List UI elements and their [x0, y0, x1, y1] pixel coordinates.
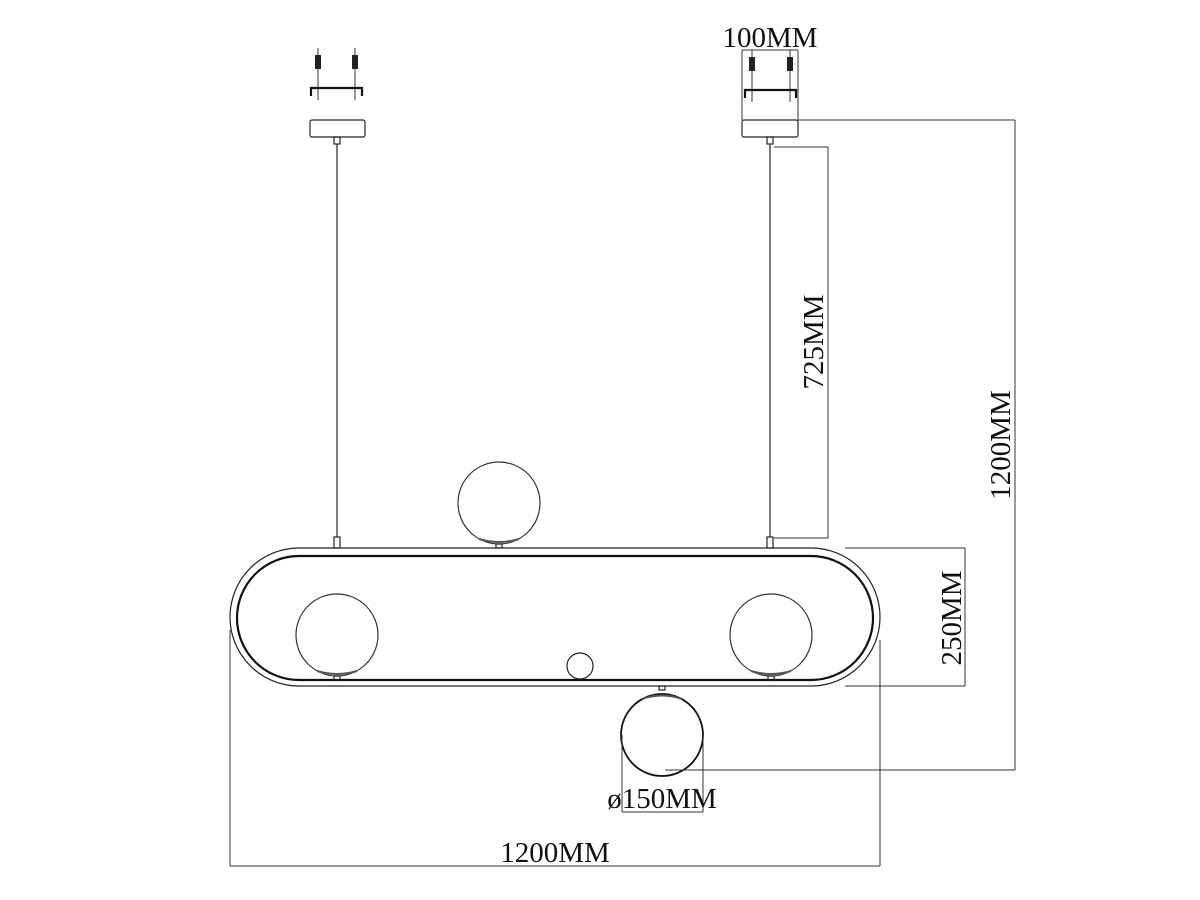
small-ornament-ball: [566, 652, 594, 680]
dim-total-height: 1200MM: [665, 119, 1017, 771]
dim-rod-length: 725MM: [774, 146, 830, 539]
right-bracket: [743, 88, 798, 98]
left-bracket: [309, 86, 364, 96]
left-screws: [315, 48, 358, 100]
dim-globe-diameter: ø150MM: [607, 735, 717, 815]
dim-frame-height-label: 250MM: [936, 570, 968, 665]
right-screws: [749, 50, 793, 102]
left-rod-connector: [333, 536, 341, 549]
dim-rod-length-label: 725MM: [798, 294, 830, 389]
right-canopy: [741, 119, 799, 138]
right-rod-connector: [766, 536, 774, 549]
oval-frame: [229, 547, 881, 687]
dim-total-width-label: 1200MM: [500, 837, 610, 869]
left-canopy: [309, 119, 366, 138]
dim-globe-diameter-label: ø150MM: [607, 783, 717, 815]
left-mount-hardware: [309, 48, 366, 549]
globe-left: [295, 593, 379, 681]
globe-top: [457, 461, 541, 549]
dim-total-height-label: 1200MM: [985, 390, 1017, 500]
dim-total-width: 1200MM: [229, 630, 881, 869]
dim-canopy-width-label: 100MM: [722, 22, 817, 54]
dim-frame-height: 250MM: [845, 547, 968, 687]
right-mount-hardware: [741, 49, 799, 549]
globe-bottom: [620, 685, 704, 777]
globe-right: [729, 593, 813, 681]
